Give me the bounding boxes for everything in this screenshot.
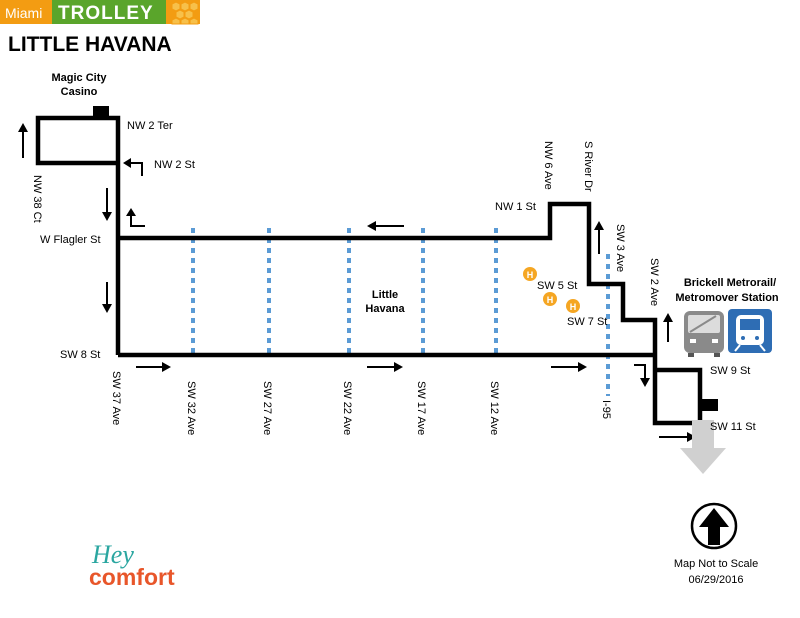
street-label-sriverdr: S River Dr <box>582 141 594 192</box>
area-label: Havana <box>365 303 405 315</box>
street-label-i95: I-95 <box>600 400 612 419</box>
street-label-sw17ave: SW 17 Ave <box>415 381 427 435</box>
street-label-sw9st: SW 9 St <box>710 365 750 377</box>
svg-text:H: H <box>527 270 534 280</box>
hospital-icon: H <box>566 299 580 313</box>
street-label-nw38ct: NW 38 Ct <box>31 175 43 223</box>
hey-comfort-logo: Hey comfort <box>89 540 175 590</box>
arrow-left-icon <box>367 221 404 231</box>
street-label-nw2st: NW 2 St <box>154 159 195 171</box>
crossing-streets <box>191 228 610 396</box>
station-label: Metromover Station <box>675 292 779 304</box>
street-label-nw6ave: NW 6 Ave <box>542 141 554 190</box>
street-label-wflagler: W Flagler St <box>40 234 101 246</box>
hospital-icon: H <box>523 267 537 281</box>
metrorail-icon <box>728 309 772 353</box>
svg-text:H: H <box>570 302 577 312</box>
direction-arrows <box>18 123 696 442</box>
hospital-icon: H <box>543 292 557 306</box>
logo-word-miami: Miami <box>5 5 42 21</box>
trolley-route <box>35 115 703 426</box>
bus-icon <box>684 311 724 357</box>
map-date: 06/29/2016 <box>688 574 743 586</box>
arrow-down-icon <box>102 282 112 313</box>
street-label-sw37ave: SW 37 Ave <box>110 371 122 425</box>
arrow-down-icon <box>102 188 112 221</box>
scale-note: Map Not to Scale <box>674 558 758 570</box>
north-arrow-icon <box>690 502 738 550</box>
turn-arrow-icon <box>634 364 650 387</box>
landmark-label: Casino <box>61 86 98 98</box>
street-label-sw7st: SW 7 St <box>567 316 607 328</box>
arrow-right-icon <box>659 432 696 442</box>
page-title: LITTLE HAVANA <box>8 33 172 56</box>
casino-stop-marker <box>93 106 109 118</box>
street-label-sw3ave: SW 3 Ave <box>614 224 626 272</box>
arrow-up-icon <box>18 123 28 158</box>
street-label-sw5st: SW 5 St <box>537 280 577 292</box>
street-label-sw2ave: SW 2 Ave <box>648 258 660 306</box>
sw11st-stop-marker <box>702 399 718 411</box>
brand-line2: comfort <box>89 564 175 590</box>
street-label-sw8st: SW 8 St <box>60 349 100 361</box>
street-label-sw27ave: SW 27 Ave <box>261 381 273 435</box>
exit-arrow-icon <box>680 420 726 474</box>
turn-arrow-icon <box>123 158 143 176</box>
turn-arrow-icon <box>126 208 145 227</box>
street-label-sw32ave: SW 32 Ave <box>185 381 197 435</box>
street-label-sw12ave: SW 12 Ave <box>488 381 500 435</box>
svg-text:H: H <box>547 295 554 305</box>
brand-line1: Hey <box>91 540 134 569</box>
arrow-up-icon <box>594 221 604 254</box>
area-label: Little <box>372 289 398 301</box>
logo-word-trolley: TROLLEY <box>58 3 154 24</box>
arrow-right-icon <box>551 362 587 372</box>
hospital-markers: H H H <box>523 267 580 313</box>
street-label-nw2ter: NW 2 Ter <box>127 120 173 132</box>
street-label-nw1st: NW 1 St <box>495 201 536 213</box>
trolley-logo-icon: Miami TROLLEY <box>0 0 200 25</box>
landmark-label: Magic City <box>51 72 107 84</box>
street-label-sw11st: SW 11 St <box>710 421 756 433</box>
arrow-up-icon <box>663 313 673 342</box>
arrow-right-icon <box>367 362 403 372</box>
arrow-right-icon <box>136 362 171 372</box>
station-label: Brickell Metrorail/ <box>684 277 776 289</box>
street-label-sw22ave: SW 22 Ave <box>341 381 353 435</box>
